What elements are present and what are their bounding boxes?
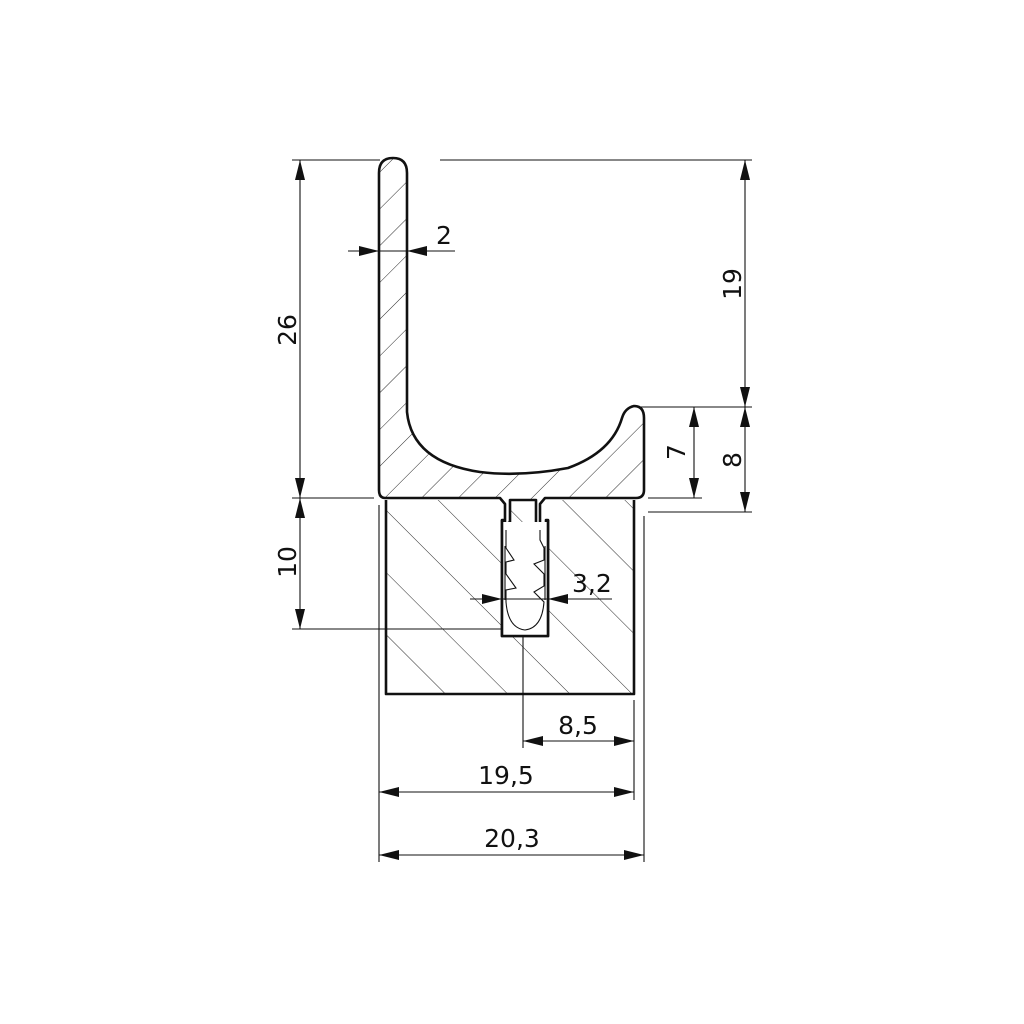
dimension-lower-height: 10 <box>273 498 305 629</box>
handle-profile <box>377 156 646 532</box>
label-lip-outer-height: 8 <box>718 452 747 468</box>
dimension-lip-height: 7 <box>662 407 699 498</box>
insert-block-outline <box>384 500 636 696</box>
label-total-width: 20,3 <box>484 824 540 853</box>
label-groove-offset: 8,5 <box>558 711 598 740</box>
handle-profile-hatch <box>379 158 644 530</box>
dimension-base-width: 19,5 <box>379 761 634 797</box>
label-lower-height: 10 <box>273 546 302 578</box>
dimension-groove-width: 3,2 <box>470 569 612 604</box>
insert-block <box>384 500 636 696</box>
label-lip-height: 7 <box>662 444 691 460</box>
label-upper-height: 19 <box>718 268 747 300</box>
dimension-total-height: 26 <box>273 160 305 498</box>
dimension-flange-thickness: 2 <box>348 221 455 256</box>
dimension-total-width: 20,3 <box>379 824 644 860</box>
label-flange-thickness: 2 <box>436 221 452 250</box>
dimension-groove-offset: 8,5 <box>523 711 634 746</box>
groove-tongue <box>505 530 545 631</box>
groove-channel-fill <box>503 522 547 635</box>
dimension-lip-outer-height: 8 <box>718 407 750 512</box>
extension-lines <box>292 159 752 862</box>
dimension-upper-height: 19 <box>718 160 750 407</box>
groove-channel-walls <box>500 520 550 638</box>
label-base-width: 19,5 <box>478 761 534 790</box>
label-groove-width: 3,2 <box>572 569 612 598</box>
label-total-height: 26 <box>273 314 302 346</box>
